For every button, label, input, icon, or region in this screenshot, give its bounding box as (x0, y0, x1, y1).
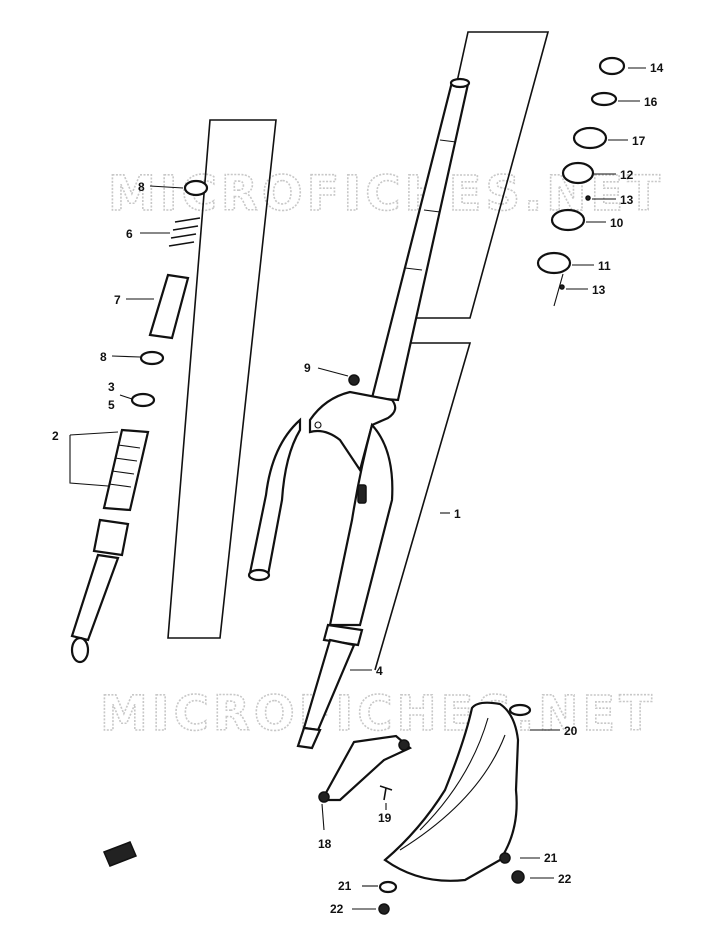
part-13-ball-bottom (559, 284, 565, 290)
part-14-nut (598, 56, 626, 76)
part-11-cone (536, 251, 572, 275)
callout-4: 4 (376, 664, 383, 678)
callout-12: 12 (620, 168, 634, 182)
leader-lines (69, 67, 646, 910)
callout-21-right: 21 (544, 851, 558, 865)
callout-22-bottom: 22 (330, 902, 344, 916)
part-16-washer (590, 91, 618, 107)
inner-tube-assembly (70, 428, 150, 664)
callout-16: 16 (644, 95, 658, 109)
callout-11: 11 (598, 259, 611, 273)
callout-2: 2 (52, 429, 59, 443)
corner-mark-icon (103, 841, 137, 867)
callout-14: 14 (650, 61, 664, 75)
callout-8-bottom: 8 (100, 350, 107, 364)
part-21-nut-right (499, 852, 511, 864)
fender-bracket (318, 734, 413, 803)
callout-7: 7 (114, 293, 121, 307)
part-3-washer (130, 392, 156, 408)
steering-stem (370, 77, 471, 402)
fork-group-bracket (374, 342, 472, 671)
callout-13-bottom: 13 (592, 283, 606, 297)
front-fender (383, 701, 532, 882)
callout-17: 17 (632, 134, 646, 148)
callout-6: 6 (126, 227, 133, 241)
callout-19: 19 (378, 811, 392, 825)
part-8-seal (183, 179, 209, 197)
callout-1: 1 (454, 507, 461, 521)
callout-18: 18 (318, 837, 332, 851)
part-7-sleeve (148, 273, 190, 340)
left-bracket-box (167, 119, 277, 639)
callout-21-bottom: 21 (338, 879, 352, 893)
part-10-race (550, 208, 586, 232)
callout-3: 3 (108, 380, 115, 394)
part-22-bolt-bottom (378, 903, 390, 915)
part-8-oring (139, 350, 165, 366)
watermark-bottom: MICROFICHES.NET (100, 686, 656, 742)
callout-13-top: 13 (620, 193, 634, 207)
part-6-spring (168, 217, 201, 247)
part-12-race (561, 161, 595, 185)
part-21-washer-bottom (378, 880, 398, 894)
callout-9: 9 (304, 361, 311, 375)
callout-10: 10 (610, 216, 624, 230)
part-17-cone (572, 126, 608, 150)
callout-22-right: 22 (558, 872, 572, 886)
callout-5: 5 (108, 398, 115, 412)
part-19-bolt (379, 785, 393, 801)
fork-crown (308, 374, 397, 473)
fork-right-leg (296, 422, 394, 750)
fork-left-leg (247, 417, 302, 582)
callout-20: 20 (564, 724, 578, 738)
part-22-bolt-right (511, 870, 525, 884)
callout-8-top: 8 (138, 180, 145, 194)
part-13-ball-top (585, 195, 591, 201)
